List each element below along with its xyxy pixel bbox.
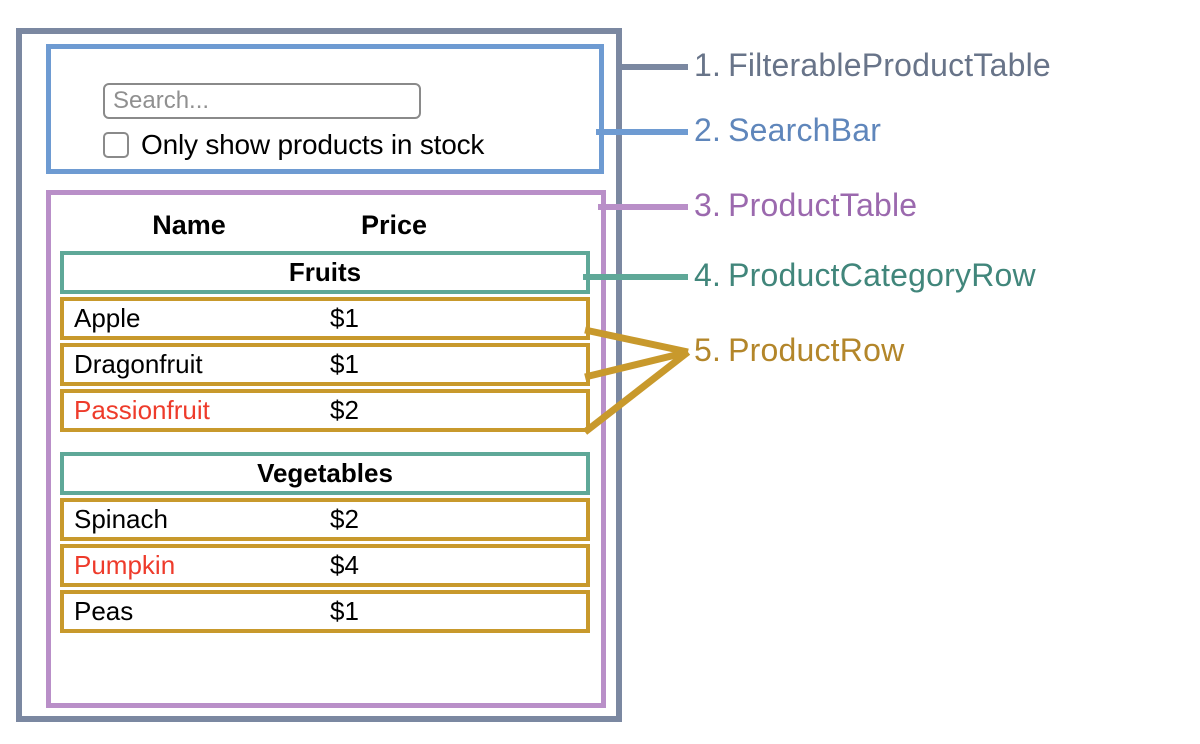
product-name: Spinach <box>74 504 168 534</box>
legend-number: 5. <box>694 332 722 368</box>
legend-number: 1. <box>694 47 722 83</box>
legend-item-search-bar: 2.SearchBar <box>694 112 881 149</box>
search-input[interactable] <box>103 83 421 119</box>
legend-number: 3. <box>694 187 722 223</box>
legend-item-filterable-product-table: 1.FilterableProductTable <box>694 47 1051 84</box>
product-name: Apple <box>74 303 141 333</box>
product-table-header: Name Price <box>59 203 595 247</box>
product-price: $2 <box>330 504 359 534</box>
section-spacer <box>60 432 598 452</box>
legend-item-product-table: 3.ProductTable <box>694 187 917 224</box>
product-price: $1 <box>330 596 359 626</box>
product-category-row: Fruits <box>60 251 590 294</box>
product-price: $1 <box>330 349 359 379</box>
product-row: Dragonfruit $1 <box>60 343 590 386</box>
product-category-row: Vegetables <box>60 452 590 495</box>
product-row: Spinach $2 <box>60 498 590 541</box>
product-row: Peas $1 <box>60 590 590 633</box>
product-price: $2 <box>330 395 359 425</box>
product-row: Passionfruit $2 <box>60 389 590 432</box>
product-name: Passionfruit <box>74 395 210 425</box>
column-header-price: Price <box>360 209 428 240</box>
product-row: Pumpkin $4 <box>60 544 590 587</box>
legend-item-product-row: 5.ProductRow <box>694 332 904 369</box>
search-bar-container: Only show products in stock <box>46 44 604 174</box>
in-stock-checkbox-label: Only show products in stock <box>141 129 485 160</box>
product-table-rows: Fruits Apple $1 Dragonfruit $1 Passionfr… <box>60 251 598 633</box>
legend-text: ProductRow <box>728 332 905 368</box>
legend-text: SearchBar <box>728 112 882 148</box>
legend-item-product-category-row: 4.ProductCategoryRow <box>694 257 1036 294</box>
legend-number: 4. <box>694 257 722 293</box>
product-price: $1 <box>330 303 359 333</box>
legend-text: ProductTable <box>728 187 918 223</box>
stock-filter-row[interactable]: Only show products in stock <box>103 129 484 161</box>
legend-number: 2. <box>694 112 722 148</box>
product-price: $4 <box>330 550 359 580</box>
column-header-name: Name <box>152 209 226 240</box>
product-name: Peas <box>74 596 134 626</box>
product-table-container: Name Price Fruits Apple $1 Dragonfruit $… <box>46 190 606 708</box>
legend-text: FilterableProductTable <box>728 47 1051 83</box>
product-name: Pumpkin <box>74 550 176 580</box>
product-name: Dragonfruit <box>74 349 203 379</box>
legend-text: ProductCategoryRow <box>728 257 1036 293</box>
in-stock-checkbox[interactable] <box>103 132 129 158</box>
filterable-product-table-container: Only show products in stock Name Price F… <box>16 28 622 722</box>
product-row: Apple $1 <box>60 297 590 340</box>
